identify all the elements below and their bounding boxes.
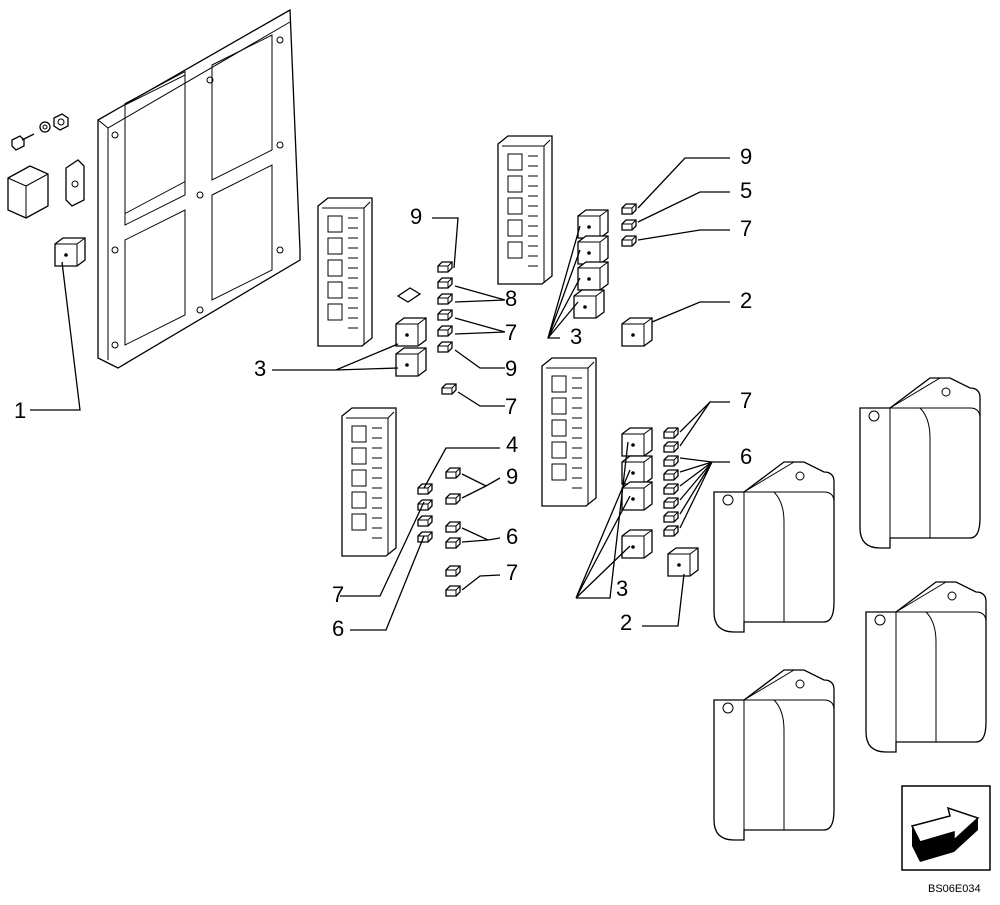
fuse-column-a: [437, 261, 457, 395]
callout-5: 5: [740, 178, 752, 203]
fuse-group-b: [621, 203, 637, 247]
callout-7: 7: [740, 388, 752, 413]
callout-1: 1: [14, 398, 26, 423]
callout-8: 8: [505, 286, 517, 311]
figure-reference-code: BS06E034: [928, 883, 981, 895]
cover-3: [865, 581, 987, 753]
callout-6: 6: [332, 616, 344, 641]
callout-6: 6: [740, 444, 752, 469]
callout-9: 9: [410, 204, 422, 229]
callout-labels: 1 3 9 8 7 9 7 9 5 7 2 3 4 9 6 7 7 6 7 6 …: [14, 144, 752, 641]
cover-2: [713, 461, 835, 633]
callout-7: 7: [505, 320, 517, 345]
callout-4: 4: [506, 432, 518, 457]
callout-7: 7: [740, 216, 752, 241]
relay-group-b: [573, 209, 653, 347]
arrow-right-icon: [910, 806, 980, 862]
callout-3: 3: [616, 576, 628, 601]
relay-group-a: [395, 317, 427, 377]
fuse-column-c: [663, 427, 679, 537]
fuse-board-3: [541, 357, 597, 507]
callout-9: 9: [505, 356, 517, 381]
fuse-board-4: [341, 407, 397, 557]
relay-with-bracket: [7, 159, 85, 219]
callout-7: 7: [506, 560, 518, 585]
callout-2: 2: [740, 288, 752, 313]
callout-3: 3: [254, 356, 266, 381]
cover-4: [713, 669, 835, 841]
next-page-arrow-button[interactable]: [901, 785, 991, 871]
clip-part: [396, 287, 422, 303]
callout-3: 3: [570, 324, 582, 349]
callout-7: 7: [505, 394, 517, 419]
callout-9: 9: [506, 464, 518, 489]
relay-group-c: [621, 427, 699, 577]
callout-9: 9: [740, 144, 752, 169]
bolt-washer-assembly: [11, 113, 69, 151]
leader-lines: [30, 157, 730, 631]
cover-1: [859, 377, 981, 549]
relay-item-1: [54, 237, 86, 267]
fuse-board-2: [497, 135, 553, 285]
callout-7: 7: [332, 582, 344, 607]
mounting-panel: [97, 8, 301, 369]
fuse-board-1: [317, 197, 373, 347]
callout-2: 2: [620, 610, 632, 635]
callout-6: 6: [506, 524, 518, 549]
